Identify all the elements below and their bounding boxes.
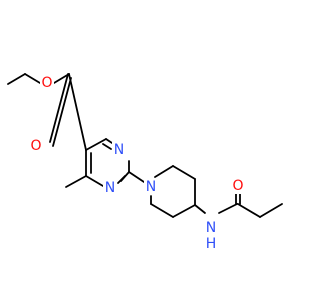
bond-nh-to-carbonyl bbox=[218, 203, 238, 214]
bond-c4-methyl bbox=[65, 175, 87, 188]
pyrimidine-ring-bonds bbox=[65, 73, 130, 188]
atom-nh-amide: N H bbox=[201, 220, 223, 252]
atom-o-amide: O bbox=[231, 178, 245, 194]
atom-nh-amide-n-label: N bbox=[206, 220, 216, 236]
bond-c6-n1-inner bbox=[102, 143, 112, 150]
atom-n-pyrimidine-top: N bbox=[112, 142, 126, 158]
bond-oxygen-to-carbonyl-carbon bbox=[53, 73, 70, 84]
bond-pip-bottom-right bbox=[172, 204, 196, 218]
bond-pip-bottom-left bbox=[150, 203, 174, 218]
bond-pip-n-upper bbox=[154, 165, 174, 178]
atom-o-carbonyl-ester: O bbox=[29, 138, 43, 154]
bond-ethyl-terminal-amide bbox=[259, 203, 283, 218]
bond-carbonyl-double-1 bbox=[49, 73, 69, 143]
piperidine-ring-bonds bbox=[128, 165, 196, 218]
atom-n-pyrimidine-bottom-label: N bbox=[105, 180, 115, 196]
bond-ethyl-to-oxygen bbox=[24, 73, 41, 84]
ethyl-ester-bonds bbox=[7, 73, 72, 147]
bond-c5-to-carboxyl bbox=[68, 73, 87, 151]
atom-nh-amide-h-label: H bbox=[206, 236, 217, 252]
bond-c6-n1 bbox=[105, 138, 113, 144]
bond-carbonyl-to-ethyl bbox=[237, 203, 261, 218]
molecule-structure: O O N N N O N H bbox=[7, 73, 283, 252]
atom-o-amide-label: O bbox=[232, 178, 243, 194]
atom-n-pyrimidine-top-label: N bbox=[114, 142, 124, 158]
bond-pip-upper-right bbox=[172, 165, 196, 180]
atom-n-pyrimidine-bottom: N bbox=[103, 180, 117, 196]
bond-c4-to-nh bbox=[194, 204, 206, 214]
bond-c5-c6 bbox=[85, 138, 107, 151]
bond-n3-c4 bbox=[85, 175, 104, 187]
atom-o-ether-label: O bbox=[41, 75, 52, 91]
propanamide-bonds bbox=[194, 191, 283, 218]
atom-o-ether: O bbox=[40, 75, 54, 91]
bond-ethyl-terminal bbox=[7, 73, 26, 85]
bond-c2-n3-inner bbox=[117, 175, 126, 184]
bond-carbonyl-double-2 bbox=[52, 77, 72, 147]
bond-c2-to-piperidine-n bbox=[128, 171, 145, 183]
atom-n-piperidine: N bbox=[144, 179, 158, 195]
atom-o-carbonyl-ester-label: O bbox=[30, 138, 41, 154]
atom-labels: O O N N N O N H bbox=[29, 75, 245, 252]
atom-n-piperidine-label: N bbox=[146, 179, 156, 195]
